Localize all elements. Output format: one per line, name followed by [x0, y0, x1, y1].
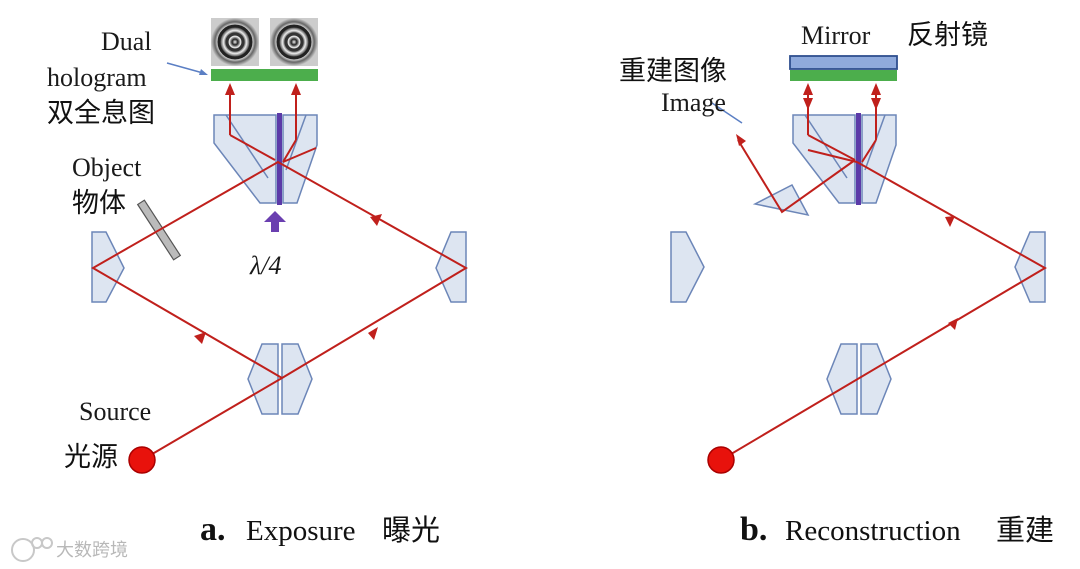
- lower-beam-splitter-b: [826, 343, 892, 415]
- upper-prism-block: [213, 114, 318, 204]
- caption-a-zh: 曝光: [382, 513, 440, 547]
- hologram-label: hologram: [47, 63, 147, 92]
- left-mirror-prism: [91, 231, 125, 303]
- dual-label: Dual: [101, 27, 152, 56]
- left-mirror-prism-b: [670, 231, 705, 303]
- source-label-zh: 光源: [64, 442, 118, 473]
- hologram-fringe-right: [270, 18, 318, 66]
- object-label: Object: [72, 153, 142, 182]
- beam-paths-a: [91, 88, 468, 461]
- source-icon-b: [707, 446, 735, 474]
- source-icon: [128, 446, 156, 474]
- source-label: Source: [79, 397, 151, 426]
- mirror-label-zh: 反射镜: [907, 20, 988, 51]
- caption-a-text: Exposure: [246, 515, 356, 547]
- beam-arrows-a: [194, 83, 382, 344]
- caption-b-text: Reconstruction: [785, 515, 961, 547]
- right-mirror-prism-b: [1014, 231, 1046, 303]
- caption-a-letter: a.: [200, 511, 226, 548]
- lambda-arrow-icon: [264, 211, 286, 232]
- upper-prism-block-b: [792, 114, 897, 204]
- hologram-plate: [211, 69, 318, 81]
- image-label-zh: 重建图像: [619, 56, 727, 87]
- panel-b: Mirror 反射镜 重建图像 Image b. Reconstruction …: [619, 20, 1054, 548]
- image-pointer: [711, 102, 743, 124]
- waveplate-label: λ/4: [249, 251, 281, 280]
- hologram-label-zh: 双全息图: [47, 98, 155, 129]
- lower-beam-splitter: [247, 343, 313, 415]
- right-mirror-prism: [435, 231, 467, 303]
- hologram-pointer: [166, 62, 208, 75]
- watermark: 大数跨境: [11, 537, 128, 562]
- mirror-label: Mirror: [801, 21, 871, 50]
- hologram-plate-b: [790, 70, 897, 81]
- panel-a: Dual hologram 双全息图 Object 物体 λ/4 Source …: [47, 18, 468, 548]
- caption-b-zh: 重建: [996, 513, 1054, 547]
- quarter-wave-plate-b: [856, 113, 861, 205]
- beam-paths-b: [720, 88, 1047, 461]
- object-label-zh: 物体: [72, 188, 126, 219]
- double-circle-logo-icon: [11, 537, 53, 562]
- watermark-text: 大数跨境: [56, 540, 128, 561]
- hologram-fringe-left: [211, 18, 259, 66]
- image-label: Image: [661, 88, 726, 117]
- mirror-plate: [789, 55, 898, 70]
- beam-arrows-b: [736, 83, 958, 330]
- quarter-wave-plate: [277, 113, 282, 205]
- caption-b-letter: b.: [740, 511, 767, 548]
